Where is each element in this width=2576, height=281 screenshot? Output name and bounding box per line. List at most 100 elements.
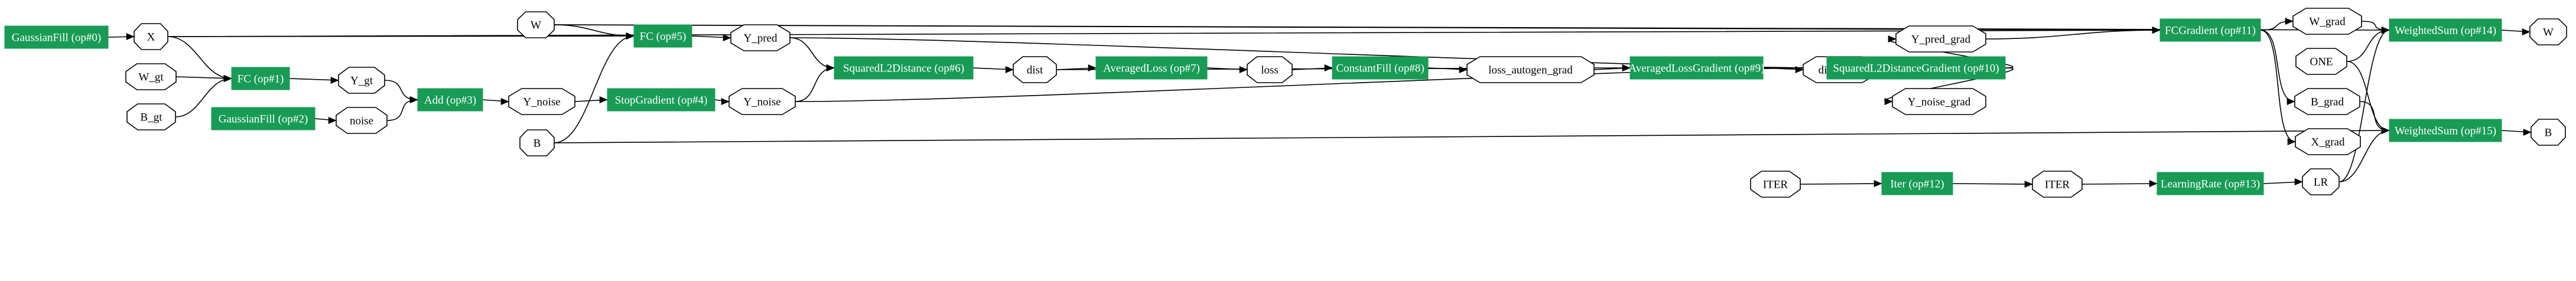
operator-node-fc-op-1[interactable]: FC (op#1) xyxy=(231,67,290,90)
edge-W_gt-to-op1 xyxy=(175,76,232,79)
operator-node-gaussianfill-op-2[interactable]: GaussianFill (op#2) xyxy=(211,107,316,130)
blob-node-y-noise[interactable]: Y_noise xyxy=(728,88,796,115)
blob-node-y-pred-grad[interactable]: Y_pred_grad xyxy=(1895,25,1986,53)
node-label: Y_noise_grad xyxy=(1908,96,1971,109)
edge-arrowhead xyxy=(1459,66,1468,73)
operator-node-fc-op-5[interactable]: FC (op#5) xyxy=(633,24,692,48)
blob-node-w[interactable]: W xyxy=(2529,18,2567,45)
edge-arrowhead xyxy=(1888,35,1897,43)
blob-node-lr[interactable]: LR xyxy=(2302,168,2340,195)
edge-arrowhead xyxy=(1005,66,1014,73)
operator-node-gaussianfill-op-0[interactable]: GaussianFill (op#0) xyxy=(4,25,109,49)
operator-node-stopgradient-op-4[interactable]: StopGradient (op#4) xyxy=(607,88,715,112)
blob-node-b[interactable]: B xyxy=(2531,119,2566,146)
operator-box xyxy=(633,24,692,48)
operator-node-weightedsum-op-15[interactable]: WeightedSum (op#15) xyxy=(2389,119,2502,142)
blob-node-noise[interactable]: noise xyxy=(336,107,388,134)
operator-node-squaredl2distancegradient-op-10[interactable]: SquaredL2DistanceGradient (op#10) xyxy=(1826,56,2006,80)
node-layer: GaussianFill (op#0) X W_gtB_gt FC (op#1) Gau… xyxy=(4,8,2567,198)
blob-octagon xyxy=(1466,56,1595,83)
blob-node-iter[interactable]: ITER xyxy=(2032,171,2083,198)
node-label: B xyxy=(534,138,541,150)
edge-arrowhead xyxy=(500,98,509,105)
node-label: StopGradient (op#4) xyxy=(615,94,708,107)
node-label: Y_pred_grad xyxy=(1911,34,1971,46)
node-label: W_gt xyxy=(138,71,164,84)
operator-node-iter-op-12[interactable]: Iter (op#12) xyxy=(1881,172,1953,195)
edge-noise-to-op3 xyxy=(386,99,418,121)
node-label: GaussianFill (op#0) xyxy=(12,32,101,44)
operator-node-averagedloss-op-7[interactable]: AveragedLoss (op#7) xyxy=(1095,56,1208,80)
node-label: W xyxy=(531,19,541,32)
blob-node-y-noise[interactable]: Y_noise xyxy=(508,88,575,115)
edge-op1-to-Y_gt xyxy=(289,78,339,81)
node-label: AveragedLoss (op#7) xyxy=(1103,63,1200,75)
blob-node-w-gt[interactable]: W_gt xyxy=(125,63,177,90)
edge-op11-to-X_grad xyxy=(2260,30,2296,142)
operator-node-add-op-3[interactable]: Add (op#3) xyxy=(417,88,483,112)
edge-LR-to-op14 xyxy=(2338,30,2390,182)
node-label: FCGradient (op#11) xyxy=(2165,25,2256,37)
edge-arrowhead xyxy=(2294,178,2303,185)
edge-arrowhead xyxy=(126,33,135,40)
operator-node-learningrate-op-13[interactable]: LearningRate (op#13) xyxy=(2157,172,2264,195)
blob-node-y-gt[interactable]: Y_gt xyxy=(338,67,385,94)
edge-arrowhead xyxy=(1884,98,1893,105)
blob-node-loss-autogen-grad[interactable]: loss_autogen_grad xyxy=(1466,56,1595,83)
node-label: Y_pred xyxy=(744,32,778,45)
blob-node-y-noise-grad[interactable]: Y_noise_grad xyxy=(1892,88,1986,115)
blob-octagon xyxy=(2295,128,2361,155)
blob-octagon xyxy=(2032,171,2083,198)
blob-node-b-gt[interactable]: B_gt xyxy=(126,103,176,130)
edge-arrowhead xyxy=(599,96,608,103)
operator-node-constantfill-op-8[interactable]: ConstantFill (op#8) xyxy=(1332,56,1429,80)
edge-arrowhead xyxy=(723,34,731,41)
operator-box xyxy=(1881,172,1953,195)
node-label: WeightedSum (op#15) xyxy=(2395,125,2496,138)
blob-node-iter[interactable]: ITER xyxy=(1750,171,1801,198)
blob-octagon xyxy=(2294,88,2360,115)
node-label: FC (op#5) xyxy=(640,31,687,43)
operator-box xyxy=(211,107,316,130)
blob-node-b[interactable]: B xyxy=(519,129,555,156)
node-label: WeightedSum (op#14) xyxy=(2395,25,2496,37)
edge-arrowhead xyxy=(721,98,730,105)
blob-node-loss[interactable]: loss xyxy=(1247,56,1293,83)
node-label: Y_gt xyxy=(350,75,373,87)
operator-box xyxy=(1629,56,1764,80)
operator-node-squaredl2distance-op-6[interactable]: SquaredL2Distance (op#6) xyxy=(834,56,974,80)
operator-node-averagedlossgradient-op-9[interactable]: AveragedLossGradient (op#9) xyxy=(1628,56,1765,80)
blob-node-x[interactable]: X xyxy=(134,23,168,50)
operator-box xyxy=(1332,56,1429,80)
blob-octagon xyxy=(2295,48,2347,75)
node-label: FC (op#1) xyxy=(238,73,284,86)
edge-arrowhead xyxy=(2523,129,2532,136)
blob-node-w-grad[interactable]: W_grad xyxy=(2292,8,2362,35)
node-label: SquaredL2Distance (op#6) xyxy=(843,63,964,75)
operator-box xyxy=(2159,18,2261,42)
blob-node-one[interactable]: ONE xyxy=(2295,48,2347,75)
edge-W-to-op5 xyxy=(554,24,635,37)
operator-box xyxy=(834,56,974,80)
blob-node-y-pred[interactable]: Y_pred xyxy=(730,24,791,51)
blob-octagon xyxy=(2531,119,2566,146)
blob-node-x-grad[interactable]: X_grad xyxy=(2295,128,2361,155)
blob-octagon xyxy=(126,103,176,130)
node-label: W_grad xyxy=(2309,16,2346,28)
operator-node-fcgradient-op-11[interactable]: FCGradient (op#11) xyxy=(2159,18,2261,42)
node-label: Y_noise xyxy=(743,96,780,109)
blob-octagon xyxy=(1750,171,1801,198)
blob-node-dist[interactable]: dist xyxy=(1013,56,1057,83)
node-label: Y_noise xyxy=(523,96,560,109)
edge-op11-to-B_grad xyxy=(2260,30,2295,102)
blob-node-b-grad[interactable]: B_grad xyxy=(2294,88,2360,115)
blob-octagon xyxy=(338,67,385,94)
edge-X-to-op11 xyxy=(167,30,2161,37)
operator-node-weightedsum-op-14[interactable]: WeightedSum (op#14) xyxy=(2389,18,2502,42)
node-label: B_grad xyxy=(2311,96,2344,109)
blob-octagon xyxy=(1892,88,1986,115)
edge-Y_gt-to-op3 xyxy=(384,80,418,100)
node-label: noise xyxy=(350,115,373,128)
blob-node-w[interactable]: W xyxy=(517,11,555,38)
edge-arrowhead xyxy=(2287,138,2296,145)
